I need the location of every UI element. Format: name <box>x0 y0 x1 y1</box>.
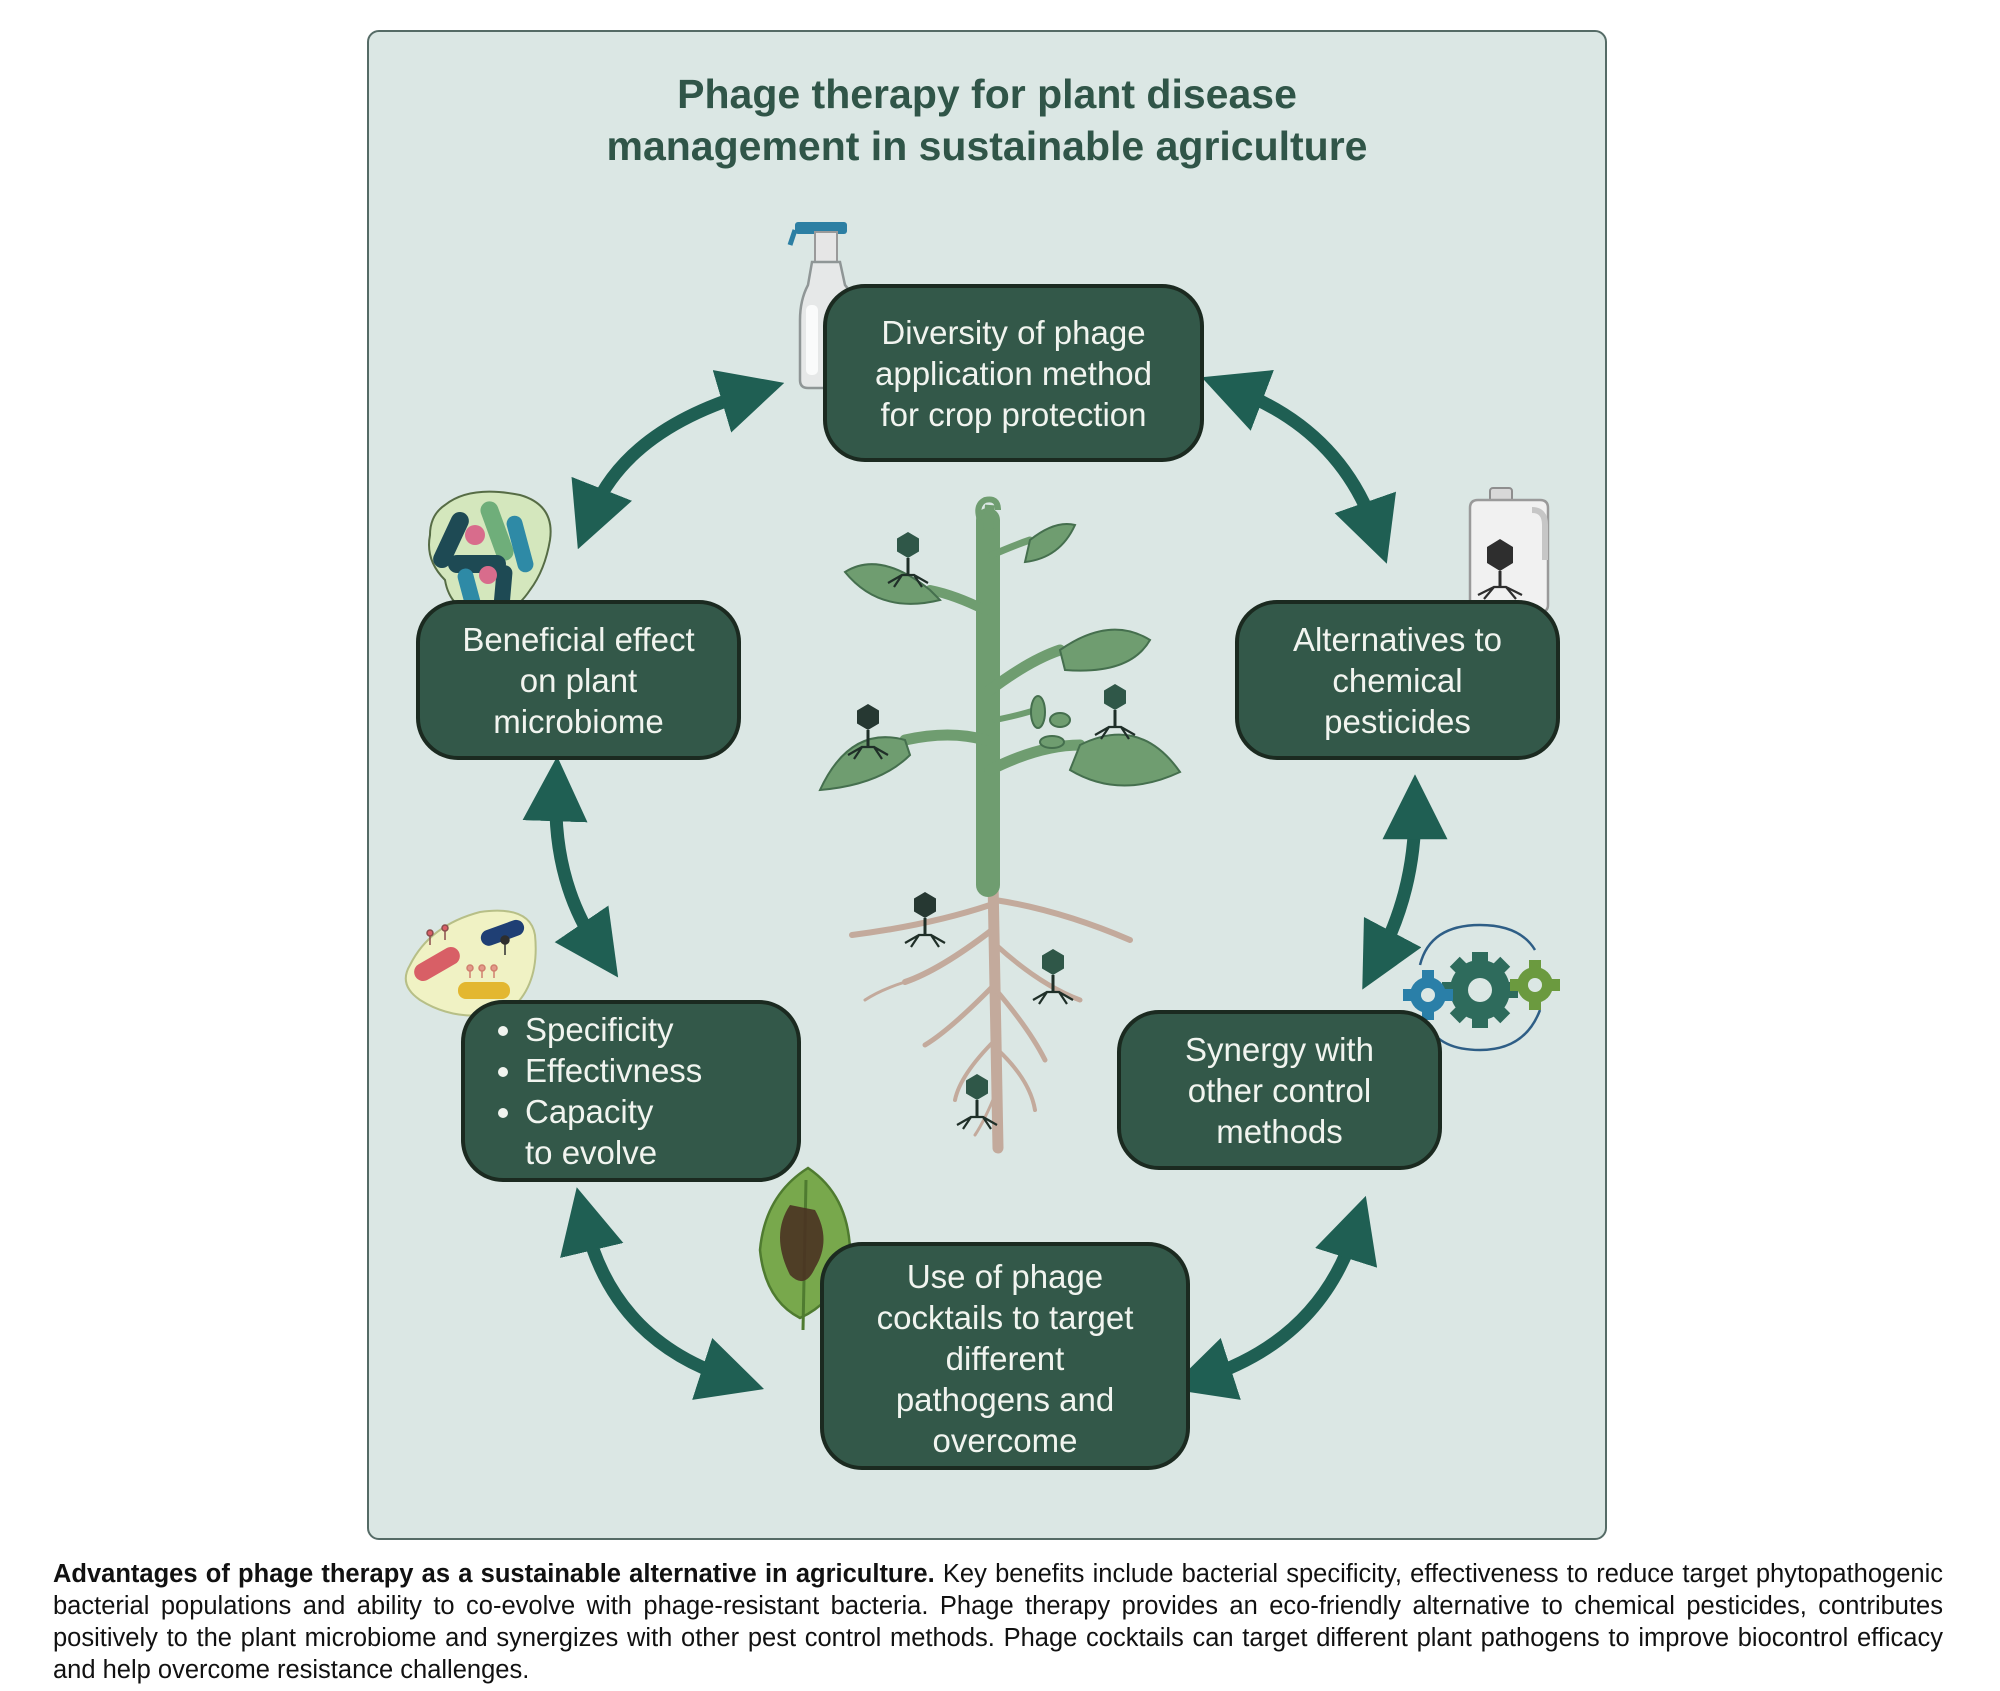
box-line: Synergy with <box>1185 1030 1374 1068</box>
box-line: microbiome <box>493 702 664 740</box>
box-line: cocktails to target <box>876 1299 1134 1336</box>
box-line: resistance <box>930 1461 1080 1466</box>
box-phage-cocktails: Use of phage cocktails to target differe… <box>820 1242 1190 1470</box>
box-beneficial-microbiome: Beneficial effect on plant microbiome <box>416 600 741 760</box>
box-line: application method <box>874 354 1153 392</box>
title-line-2: management in sustainable agriculture <box>606 123 1368 169</box>
cycle-arrows <box>522 370 1448 1400</box>
box-synergy-with-other-methods: Synergy with other control methods <box>1117 1010 1442 1170</box>
box-line: overcome <box>932 1422 1078 1459</box>
plant-with-phages-icon <box>818 496 1182 1154</box>
box-line: Capacity <box>525 1093 654 1130</box>
cycle-arrow-icon <box>560 1187 764 1400</box>
box-line: chemical <box>1332 661 1463 699</box>
diagram-title: Phage therapy for plant disease manageme… <box>367 68 1607 172</box>
box-line: pesticides <box>1324 702 1471 740</box>
box-line: pathogens and <box>895 1381 1115 1418</box>
figure-caption: Advantages of phage therapy as a sustain… <box>53 1558 1943 1686</box>
box-alternatives-to-pesticides: Alternatives to chemical pesticides <box>1235 600 1560 760</box>
gears-icon <box>1403 923 1560 1052</box>
cycle-arrow-icon <box>1362 774 1448 990</box>
box-diversity-of-application: Diversity of phage application method fo… <box>823 284 1204 462</box>
box-line: different <box>945 1340 1065 1377</box>
advantages-list: Specificity Effectivness Capacity to evol… <box>465 1009 702 1173</box>
box-line: on plant <box>519 661 638 699</box>
title-line-1: Phage therapy for plant disease <box>677 71 1297 117</box>
list-item: Capacity to evolve <box>525 1091 702 1173</box>
box-line: Diversity of phage <box>881 313 1146 351</box>
box-line: for crop protection <box>880 395 1147 433</box>
caption-text: Key benefits include bacterial specifici… <box>53 1560 1943 1684</box>
box-line: methods <box>1216 1112 1343 1150</box>
box-line: to evolve <box>525 1134 658 1171</box>
list-item: Effectivness <box>525 1050 702 1091</box>
phage-container-icon <box>1468 487 1550 614</box>
bacteria-phage-icon <box>404 909 537 1017</box>
cycle-arrow-icon <box>1169 1195 1378 1400</box>
box-line: other control <box>1187 1071 1372 1109</box>
box-line: Alternatives to <box>1292 620 1503 658</box>
caption-heading: Advantages of phage therapy as a sustain… <box>53 1560 935 1588</box>
cycle-arrow-icon <box>1201 370 1396 564</box>
box-key-advantages: Specificity Effectivness Capacity to evol… <box>461 1000 801 1182</box>
cycle-arrow-icon <box>571 370 785 550</box>
box-line: Beneficial effect <box>462 620 695 658</box>
box-line: Use of phage <box>906 1258 1104 1295</box>
cycle-arrow-icon <box>522 756 619 978</box>
list-item: Specificity <box>525 1009 702 1050</box>
